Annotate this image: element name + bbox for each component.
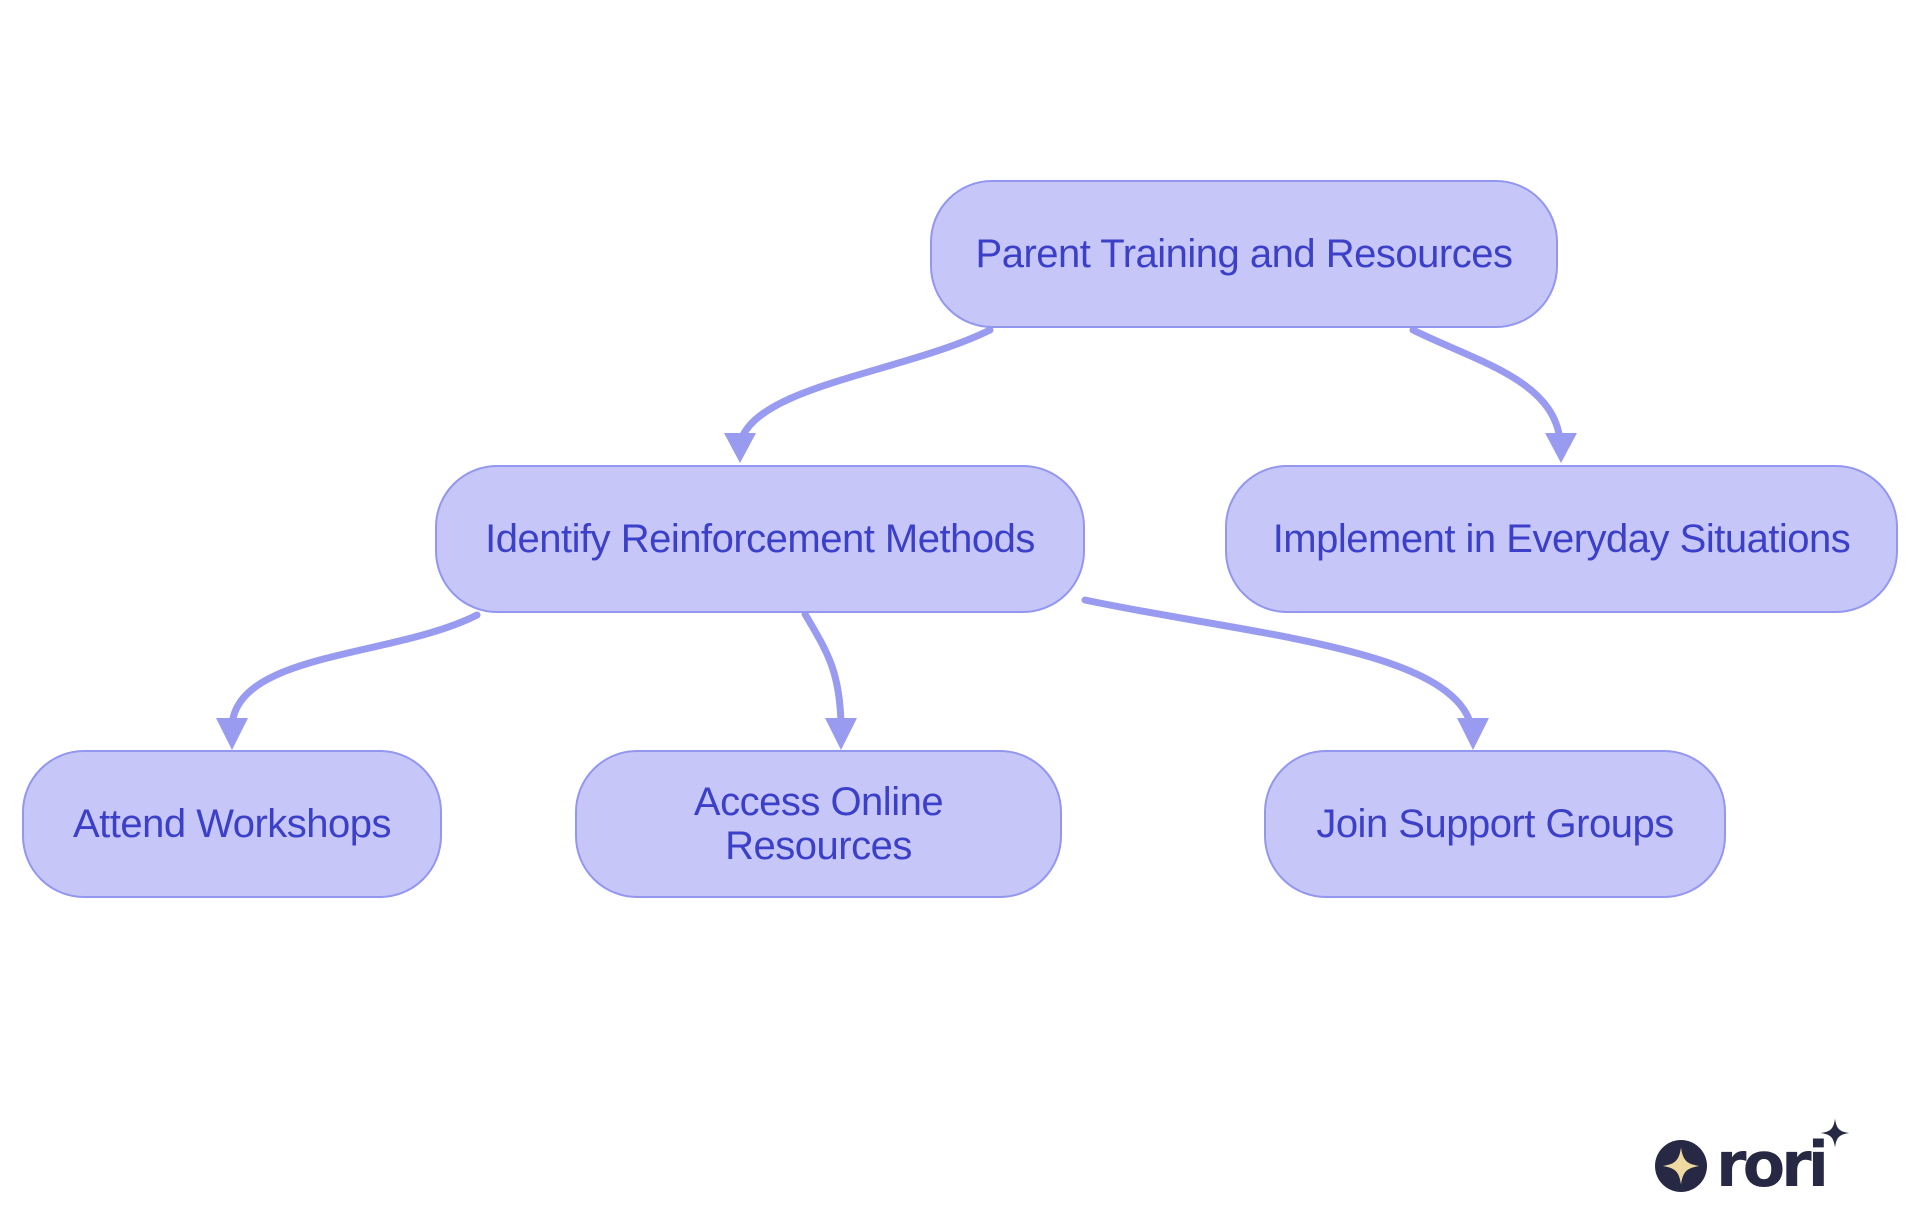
node-parent-training-and-resources: Parent Training and Resources: [930, 180, 1558, 328]
node-implement-in-everyday-situations: Implement in Everyday Situations: [1225, 465, 1898, 613]
arrowhead-icon: [216, 718, 248, 750]
edge-line: [228, 611, 481, 729]
arrowhead-icon: [724, 433, 756, 463]
node-label: Join Support Groups: [1316, 802, 1674, 846]
edge-line: [1081, 596, 1475, 729]
node-attend-workshops: Attend Workshops: [22, 750, 442, 898]
edge-line: [1409, 326, 1564, 444]
arrowhead-icon: [1545, 433, 1577, 463]
logo-wordmark: rori: [1716, 1128, 1829, 1201]
gold-sparkle-icon: [1662, 1147, 1700, 1185]
node-label: Identify Reinforcement Methods: [485, 517, 1035, 561]
edge-parent-to-identify: [724, 326, 994, 463]
node-access-online-resources: Access Online Resources: [575, 750, 1062, 898]
node-join-support-groups: Join Support Groups: [1264, 750, 1726, 898]
edge-line: [737, 326, 994, 444]
arrowhead-icon: [825, 718, 857, 750]
edge-identify-to-workshops: [216, 611, 481, 750]
edge-line: [801, 610, 845, 729]
node-identify-reinforcement-methods: Identify Reinforcement Methods: [435, 465, 1085, 613]
node-label: Attend Workshops: [72, 802, 392, 846]
edge-identify-to-support: [1081, 596, 1489, 750]
node-label: Access Online Resources: [693, 780, 944, 868]
arrowhead-icon: [1457, 718, 1489, 750]
node-label: Parent Training and Resources: [975, 232, 1513, 276]
rori-logo: rori: [1652, 1118, 1882, 1208]
edge-parent-to-implement: [1409, 326, 1577, 463]
edge-identify-to-online: [801, 610, 857, 750]
node-label: Implement in Everyday Situations: [1272, 517, 1851, 561]
navy-sparkle-icon: [1820, 1118, 1850, 1148]
logo-circle: [1655, 1140, 1707, 1192]
